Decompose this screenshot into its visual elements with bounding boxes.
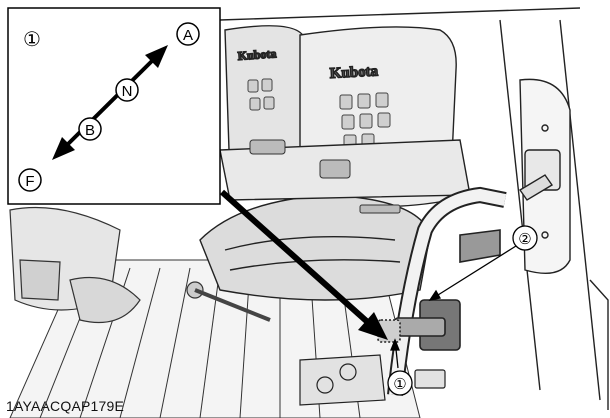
svg-text:B: B [85, 122, 95, 139]
seat-brand-text: Kubota [329, 63, 379, 82]
callout-2-label: ② [518, 231, 531, 248]
cab-frame [219, 7, 609, 410]
inset-marker-b: B [78, 117, 102, 141]
svg-text:A: A [183, 27, 193, 44]
callout-2: ② [512, 225, 538, 251]
inset-marker-a: A [176, 22, 200, 46]
pedal-area [9, 206, 271, 324]
callout-1-label: ① [393, 376, 406, 393]
figure-caption: 1AYAACQAP179E [6, 398, 125, 414]
callout-leaders [390, 245, 517, 369]
inset-ref-label: ① [23, 29, 41, 51]
console-switches [299, 354, 446, 406]
callout-1: ① [387, 370, 413, 396]
svg-text:F: F [25, 173, 34, 190]
seat-brand-text-rear: Kubota [237, 46, 277, 63]
inset-marker-n: N [115, 78, 139, 102]
pointer-arrow [220, 189, 388, 340]
inset-panel: ① A N B F [7, 7, 221, 205]
svg-text:N: N [122, 83, 133, 100]
inset-marker-f: F [18, 168, 42, 192]
lever [377, 186, 507, 396]
